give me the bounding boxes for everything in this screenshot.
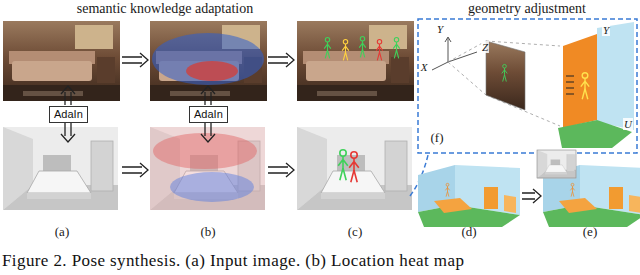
illustration-part: [570, 183, 574, 196]
illustration-part: [566, 76, 574, 94]
illustration-part: [537, 150, 576, 178]
illustration-part: [432, 62, 448, 70]
illustration-part: [448, 41, 560, 126]
illustration-part: [566, 76, 574, 94]
illustration-part: [349, 152, 359, 182]
axis-label: Y: [436, 23, 444, 35]
illustration-part: [486, 41, 525, 110]
box-label: AdaIn: [54, 108, 83, 121]
axis-label: U: [623, 118, 633, 130]
panel-letter: (f): [430, 131, 445, 145]
illustration-part: [338, 150, 348, 180]
panel-letter: (a): [55, 225, 69, 239]
illustration-part: [186, 61, 238, 81]
illustration-part: [3, 127, 118, 210]
illustration-part: [448, 52, 477, 62]
illustration-part: [297, 21, 414, 101]
illustration-part: [201, 86, 215, 105]
illustration-part: [3, 21, 120, 101]
illustration-part: [418, 19, 637, 153]
illustration-part: [563, 34, 597, 128]
panel-letter: (d): [461, 225, 476, 239]
figure-caption: Figure 2. Pose synthesis. (a) Input imag…: [2, 251, 464, 271]
axis-label: Y: [602, 24, 610, 36]
illustration-part: [297, 127, 412, 210]
illustration-part: [393, 38, 400, 59]
panel-letter: (b): [200, 225, 215, 239]
section-heading: geometry adjustment: [468, 1, 586, 16]
illustration-part: [445, 183, 449, 196]
illustration-part: [597, 22, 634, 130]
illustration-part: [122, 163, 148, 177]
panel-letter: (c): [348, 225, 362, 239]
illustration-part: [152, 33, 264, 85]
illustration-part: [201, 123, 215, 142]
section-heading: semantic knowledge adaptation: [77, 1, 254, 16]
illustration-part: [342, 40, 349, 61]
illustration-part: [268, 163, 294, 177]
illustration-part: [61, 123, 75, 142]
illustration-part: [445, 37, 451, 62]
illustration-part: [122, 53, 148, 67]
illustration-part: [324, 38, 331, 59]
illustration-part: [581, 73, 589, 100]
axis-label: Z: [481, 41, 489, 53]
illustration-part: [448, 41, 560, 126]
illustration-part: [418, 165, 520, 227]
adain-box: AdaIn: [189, 106, 228, 123]
illustration-part: [150, 127, 265, 210]
panel-letter: (e): [583, 225, 597, 239]
illustration-part: [432, 37, 477, 70]
illustration-part: [61, 86, 75, 105]
illustration-part: [537, 150, 576, 178]
illustration-part: [376, 40, 383, 61]
illustration-part: [170, 172, 254, 202]
illustration-part: [268, 53, 294, 67]
illustration-part: [558, 120, 632, 148]
axis-label: X: [420, 61, 429, 73]
adain-box: AdaIn: [49, 106, 88, 123]
illustration-part: [537, 150, 576, 178]
illustration-part: [359, 37, 366, 58]
illustration-part: [152, 33, 264, 85]
box-label: AdaIn: [194, 108, 223, 121]
illustration-part: [150, 21, 267, 101]
illustration-part: [502, 64, 507, 81]
illustration-part: [522, 189, 541, 203]
illustration-part: [150, 127, 265, 210]
illustration-part: [150, 127, 265, 210]
